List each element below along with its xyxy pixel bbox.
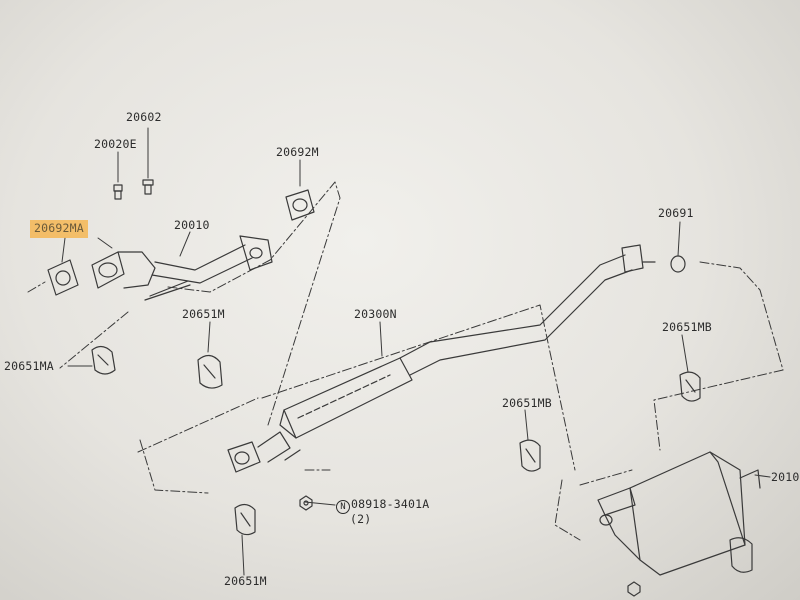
label-20692m: 20692M [276,145,319,159]
center-muffler-20300n [227,244,656,473]
hanger-rear-edge [729,537,753,573]
label-20602: 20602 [126,110,162,124]
gasket-20692ma [47,259,79,296]
label-20651mb-right: 20651MB [662,320,712,334]
label-20692ma: 20692MA [30,220,88,238]
label-20300n: 20300N [354,307,397,321]
label-20020e: 20020E [94,137,137,151]
leader-lines [61,127,771,576]
label-20691: 20691 [658,206,694,220]
stud-20020e [113,184,123,200]
label-2010-edge: 2010 [771,470,800,484]
assembly-boundary-lines [27,181,784,541]
nut-part-number: 08918-3401A [351,497,430,511]
label-20651m-top: 20651M [182,307,225,321]
bolt-20602 [142,179,154,195]
rear-muffler-2010 [597,451,761,597]
nut-symbol: N [336,500,350,514]
gasket-20692m [285,189,315,221]
nut-08918-3401a [299,495,313,511]
label-20651ma: 20651MA [4,359,54,373]
hanger-20651m-top [197,354,223,389]
front-pipe-20010 [91,235,273,301]
hanger-20651ma [91,345,116,375]
hanger-20651mb-mid [519,439,541,472]
label-20651m-bottom: 20651M [224,574,267,588]
label-20010: 20010 [174,218,210,232]
ring-20691 [670,255,686,273]
hanger-20651m-bottom [234,503,256,536]
label-20651mb-mid: 20651MB [502,396,552,410]
label-nut-quantity: (2) [350,512,372,526]
hanger-20651mb-right [679,371,701,402]
